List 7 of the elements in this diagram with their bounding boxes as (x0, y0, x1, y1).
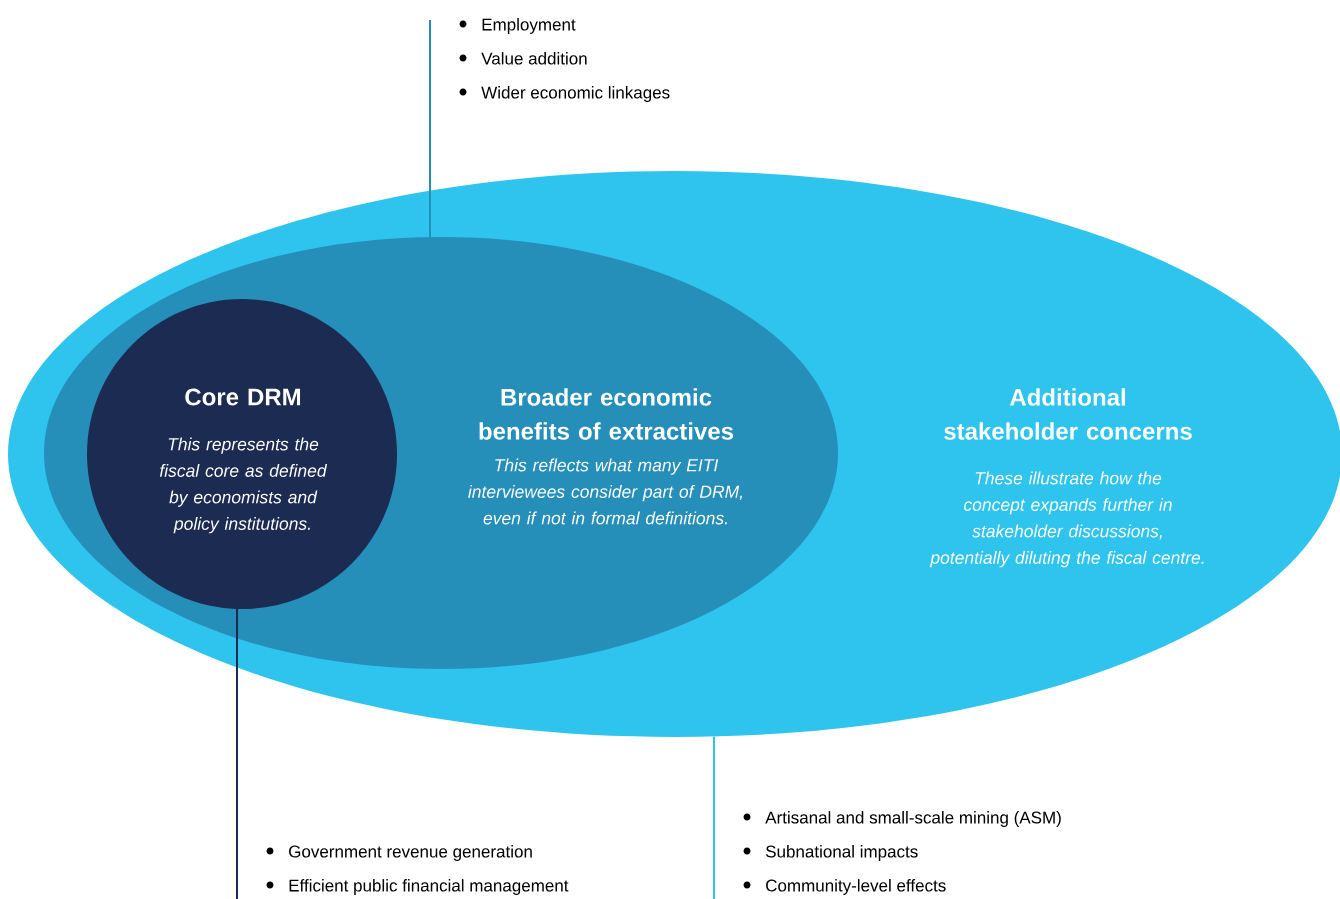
bullet-list: Artisanal and small-scale mining (ASM) Subnational impacts Community-level effects (765, 811, 1061, 895)
leader-line (236, 607, 238, 899)
bullet-list: Employment Value addition Wider economic linkages (481, 18, 670, 102)
leader-line (713, 735, 715, 899)
circle-region: Core DRM This represents the fiscal core as defined by economists and policy institutions. (87, 299, 397, 609)
bullet-list: Government revenue generation Efficient public financial management (289, 845, 569, 895)
leader-line (429, 19, 431, 239)
